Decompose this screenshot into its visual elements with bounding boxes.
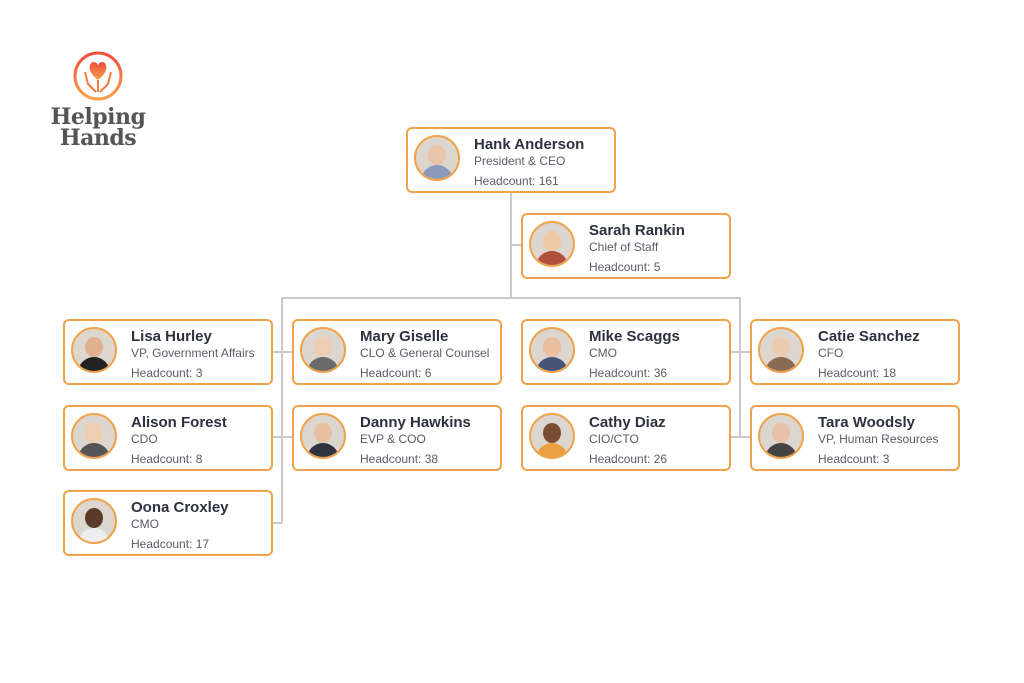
card-tara[interactable]: Tara Woodsly VP, Human Resources Headcou… [750, 405, 960, 471]
connector [281, 297, 283, 523]
avatar [529, 327, 575, 373]
person-name: Sarah Rankin [589, 222, 685, 239]
logo-text-line1: Helping [50, 104, 146, 130]
person-headcount: Headcount: 5 [589, 260, 661, 274]
person-headcount: Headcount: 6 [360, 366, 432, 380]
person-title: CFO [818, 346, 844, 360]
person-title: Chief of Staff [589, 240, 659, 254]
connector [281, 297, 741, 299]
helping-hands-logo: Helping Hands [48, 50, 148, 149]
person-name: Mike Scaggs [589, 328, 680, 345]
avatar [529, 413, 575, 459]
connector [511, 244, 521, 246]
avatar-body [78, 528, 110, 542]
card-sarah[interactable]: Sarah Rankin Chief of Staff Headcount: 5 [521, 213, 731, 279]
avatar-head [428, 145, 446, 165]
person-title: President & CEO [474, 154, 566, 168]
card-alison[interactable]: Alison Forest CDO Headcount: 8 [63, 405, 273, 471]
card-lisa[interactable]: Lisa Hurley VP, Government Affairs Headc… [63, 319, 273, 385]
avatar [758, 413, 804, 459]
avatar-body [536, 357, 568, 371]
avatar-head [543, 337, 561, 357]
person-headcount: Headcount: 36 [589, 366, 668, 380]
person-name: Hank Anderson [474, 136, 585, 153]
avatar-body [765, 357, 797, 371]
avatar [71, 498, 117, 544]
avatar [71, 413, 117, 459]
connector [272, 522, 282, 524]
person-name: Oona Croxley [131, 499, 229, 516]
avatar-head [85, 508, 103, 528]
logo-text-line2: Hands [59, 125, 137, 151]
avatar [414, 135, 460, 181]
person-headcount: Headcount: 161 [474, 174, 559, 188]
card-catie[interactable]: Catie Sanchez CFO Headcount: 18 [750, 319, 960, 385]
person-title: CMO [131, 517, 159, 531]
avatar-head [314, 423, 332, 443]
avatar-body [307, 357, 339, 371]
avatar-body [78, 357, 110, 371]
person-title: CMO [589, 346, 617, 360]
avatar-head [543, 423, 561, 443]
avatar [758, 327, 804, 373]
person-title: CLO & General Counsel [360, 346, 490, 360]
person-name: Catie Sanchez [818, 328, 920, 345]
heart-hands-icon [73, 51, 123, 101]
avatar [300, 327, 346, 373]
avatar-body [765, 443, 797, 457]
avatar-head [85, 337, 103, 357]
person-headcount: Headcount: 8 [131, 452, 203, 466]
card-cathy[interactable]: Cathy Diaz CIO/CTO Headcount: 26 [521, 405, 731, 471]
avatar-body [421, 165, 453, 179]
person-title: CIO/CTO [589, 432, 639, 446]
avatar-body [78, 443, 110, 457]
card-mike[interactable]: Mike Scaggs CMO Headcount: 36 [521, 319, 731, 385]
person-name: Alison Forest [131, 414, 227, 431]
connector [272, 351, 292, 353]
person-title: EVP & COO [360, 432, 426, 446]
avatar [71, 327, 117, 373]
card-mary[interactable]: Mary Giselle CLO & General Counsel Headc… [292, 319, 502, 385]
person-headcount: Headcount: 17 [131, 537, 210, 551]
avatar [529, 221, 575, 267]
person-headcount: Headcount: 26 [589, 452, 668, 466]
person-headcount: Headcount: 18 [818, 366, 897, 380]
person-title: VP, Human Resources [818, 432, 939, 446]
person-headcount: Headcount: 38 [360, 452, 439, 466]
avatar-head [543, 231, 561, 251]
person-name: Danny Hawkins [360, 414, 471, 431]
person-name: Lisa Hurley [131, 328, 212, 345]
avatar-body [536, 251, 568, 265]
card-danny[interactable]: Danny Hawkins EVP & COO Headcount: 38 [292, 405, 502, 471]
person-name: Mary Giselle [360, 328, 449, 345]
avatar [300, 413, 346, 459]
avatar-head [85, 423, 103, 443]
avatar-body [307, 443, 339, 457]
person-title: CDO [131, 432, 158, 446]
person-name: Cathy Diaz [589, 414, 666, 431]
connector [730, 351, 750, 353]
connector [272, 436, 292, 438]
person-name: Tara Woodsly [818, 414, 915, 431]
avatar-body [536, 443, 568, 457]
person-headcount: Headcount: 3 [131, 366, 203, 380]
avatar-head [772, 423, 790, 443]
connector [730, 436, 750, 438]
card-oona[interactable]: Oona Croxley CMO Headcount: 17 [63, 490, 273, 556]
connector [739, 297, 741, 438]
person-title: VP, Government Affairs [131, 346, 255, 360]
avatar-head [772, 337, 790, 357]
card-hank[interactable]: Hank Anderson President & CEO Headcount:… [406, 127, 616, 193]
avatar-head [314, 337, 332, 357]
person-headcount: Headcount: 3 [818, 452, 890, 466]
